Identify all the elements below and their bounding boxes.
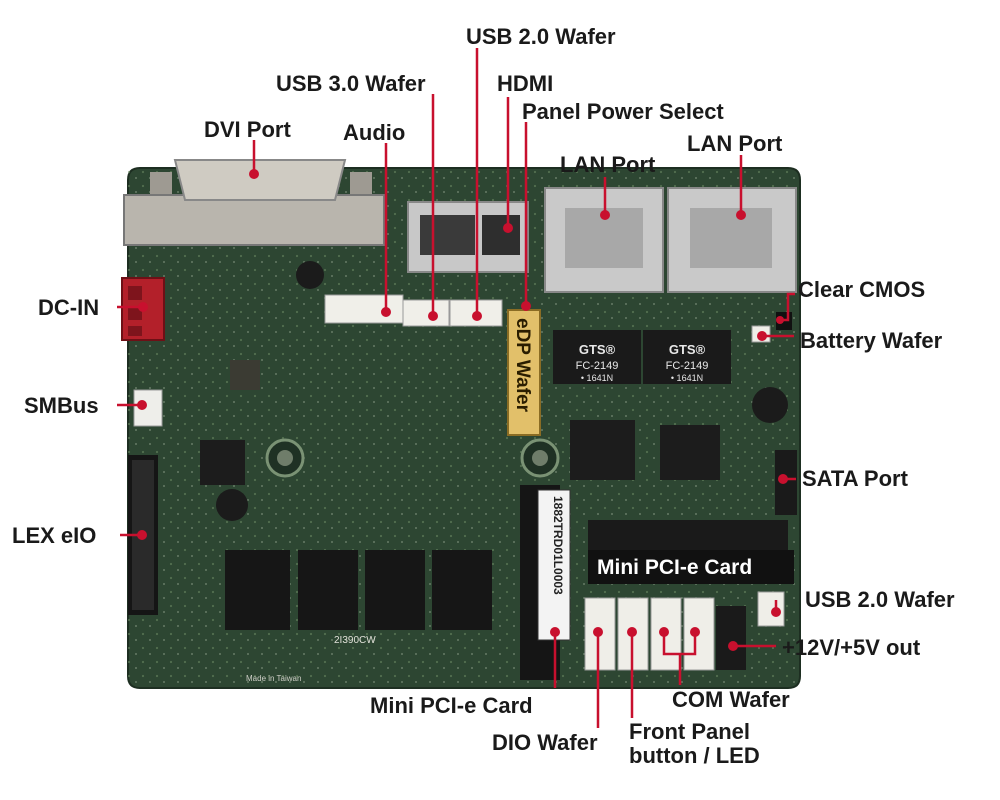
label-mini-pcie-card-board: Mini PCI-e Card [597,556,753,579]
usb-hdmi-stack [407,201,529,273]
lan-ports [544,187,797,293]
made-in-marking: Made in Taiwan [246,674,301,683]
smbus-connector [133,389,163,427]
label-mini-pcie-card-bottom: Mini PCI-e Card [370,693,533,718]
misc-chips [200,261,788,521]
label-clear-cmos: Clear CMOS [798,277,926,302]
lan-transformers [553,330,731,384]
memory-chips [225,550,492,630]
mini-pcie-slot-vertical [520,485,571,680]
lan-chip-2-code: • 1641N [671,373,703,383]
label-dio-wafer: DIO Wafer [492,730,598,755]
callout-lines [117,48,796,728]
lan-chip-1-brand: GTS® [579,342,616,357]
lan-chip-2-model: FC-2149 [666,360,709,372]
label-sata-port: SATA Port [802,466,908,491]
label-front-panel-line1: Front Panel [629,719,751,744]
label-lan-port-2: LAN Port [687,131,783,156]
label-com-wafer: COM Wafer [672,687,790,712]
label-usb20-wafer-right: USB 2.0 Wafer [805,587,955,612]
label-dc-in: DC-IN [38,295,100,320]
label-dvi-port: DVI Port [204,117,291,142]
label-usb20-wafer-top: USB 2.0 Wafer [466,24,616,49]
label-panel-power-select: Panel Power Select [522,99,724,124]
label-lex-eio: LEX eIO [12,523,97,548]
lan-chip-1-code: • 1641N [581,373,613,383]
label-hdmi: HDMI [497,71,554,96]
label-lan-port-1: LAN Port [560,152,656,177]
slot-serial-marking: 1882TRD01L0003 [551,496,565,595]
bottom-wafers [584,591,785,671]
lan-chip-2-brand: GTS® [669,342,706,357]
label-battery-wafer: Battery Wafer [800,328,943,353]
label-edp-wafer: eDP Wafer [512,318,533,412]
dvi-port [123,159,385,246]
lan-chip-1-model: FC-2149 [576,360,619,372]
callout-dots [137,169,788,651]
label-power-out: +12V/+5V out [782,635,921,660]
board-model-marking: 2I390CW [334,635,376,646]
label-audio: Audio [343,120,406,145]
label-front-panel-line2: button / LED [629,743,760,768]
label-front-panel: Front Panel button / LED [629,720,760,768]
mini-pcie-slot-horizontal [588,520,794,584]
board-markings: GTS® FC-2149 • 1641N GTS® FC-2149 • 1641… [246,342,708,683]
label-smbus: SMBus [24,393,99,418]
dc-in-connector [121,277,165,341]
top-wafers [324,294,503,327]
label-usb30-wafer: USB 3.0 Wafer [276,71,426,96]
